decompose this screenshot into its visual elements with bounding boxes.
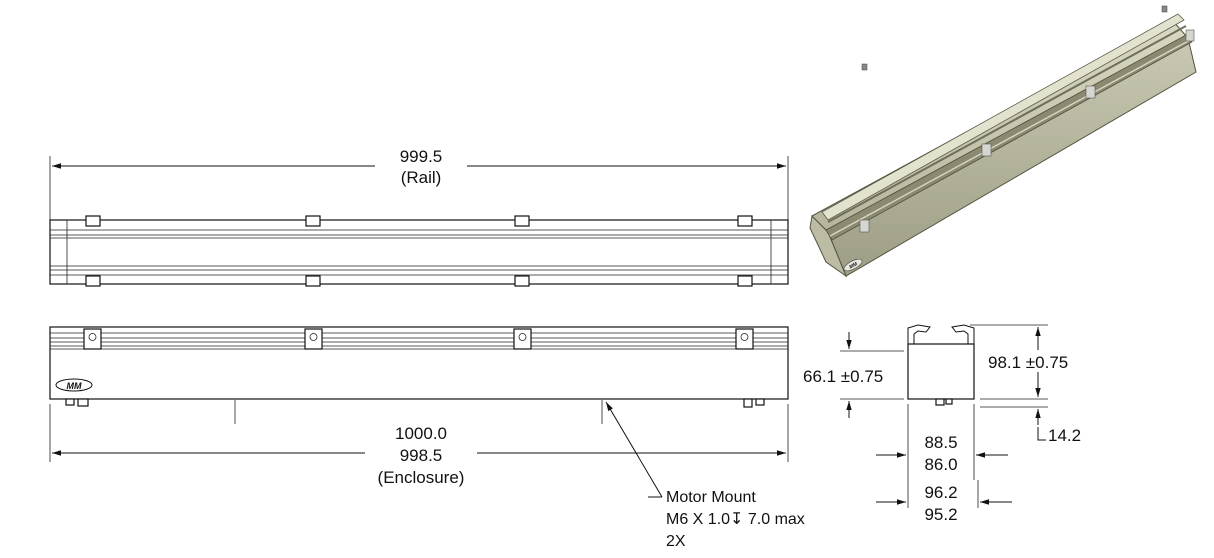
- end-view-rail-right: [951, 324, 975, 344]
- offset-value: 14.2: [1048, 426, 1081, 445]
- motor-mount-leader: [605, 401, 663, 498]
- width-a2-value: 86.0: [924, 455, 957, 474]
- svg-text:MM: MM: [67, 381, 82, 391]
- width-a1-value: 88.5: [924, 433, 957, 452]
- front-view-body: [49, 326, 789, 400]
- inner-height-value: 66.1 ±0.75: [803, 367, 883, 386]
- end-view: 66.1 ±0.75 98.1 ±0.75 14.2 88.5 86.0 96.…: [803, 324, 1084, 524]
- motor-mount-spec: M6 X 1.0↧ 7.0 max: [666, 511, 805, 528]
- top-view-brackets: [85, 215, 753, 287]
- isometric-view: MM: [809, 5, 1197, 278]
- iso-logo: MM: [843, 258, 863, 272]
- front-view-logo: MM: [55, 378, 93, 392]
- front-view-brackets: [83, 328, 754, 350]
- motor-mount-quantity: 2X: [666, 533, 686, 550]
- iso-rails: [821, 13, 1193, 241]
- overall-height-value: 98.1 ±0.75: [988, 353, 1068, 372]
- enclosure-length-label: (Enclosure): [378, 468, 465, 487]
- top-view: 999.5 (Rail): [49, 147, 789, 287]
- iso-brackets: [859, 5, 1195, 233]
- motor-mount-callout: Motor Mount M6 X 1.0↧ 7.0 max 2X: [605, 401, 805, 550]
- svg-text:MM: MM: [848, 261, 859, 271]
- end-view-body: [907, 343, 975, 400]
- offset-leader: [1037, 427, 1046, 441]
- top-view-body: [49, 219, 789, 285]
- width-b1-value: 96.2: [924, 483, 957, 502]
- overall-length-value: 1000.0: [395, 424, 447, 443]
- front-view: MM 1000.0 998.5 (Enclosure): [49, 326, 789, 490]
- rail-length-value: 999.5: [400, 147, 443, 166]
- end-view-rail-left: [907, 324, 931, 344]
- enclosure-length-value: 998.5: [400, 446, 443, 465]
- width-b2-value: 95.2: [924, 505, 957, 524]
- front-view-fittings: [65, 398, 765, 408]
- motor-mount-title: Motor Mount: [666, 489, 756, 506]
- rail-length-label: (Rail): [401, 168, 442, 187]
- iso-side-face: [827, 37, 1197, 277]
